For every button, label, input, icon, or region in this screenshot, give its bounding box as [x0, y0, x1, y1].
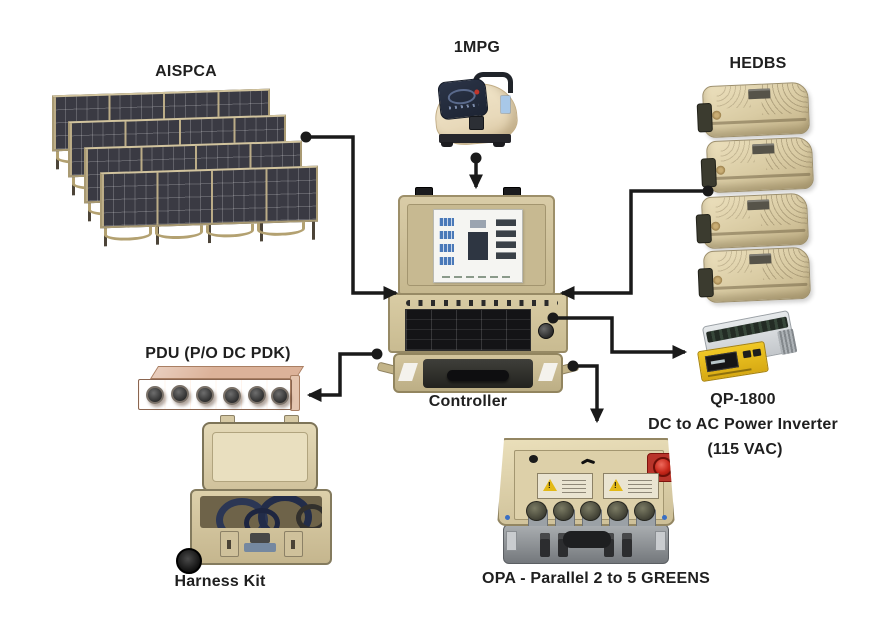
harness-cable-compartment: [200, 496, 322, 528]
controller-carry-handle: [447, 370, 509, 381]
opa-case-bottom: [503, 524, 669, 564]
controller-case-image: [376, 185, 580, 407]
generator-fuel-door: [469, 116, 484, 130]
case-latch: [697, 267, 714, 298]
inverter-heatsink-fins: [777, 328, 798, 356]
generator-side-sticker: [501, 96, 510, 113]
opa-image: [497, 438, 677, 568]
harness-center-lock: [250, 533, 270, 543]
inverter-top-stripe: [705, 316, 789, 343]
opa-panel-lid: [497, 438, 675, 526]
generator-image: [432, 72, 525, 150]
generator-switches: [448, 103, 479, 110]
case-latch: [696, 102, 713, 133]
generator-label: 1MPG: [453, 39, 501, 56]
controller-lid-diagram-sticker: [433, 209, 523, 283]
harness-latch: [220, 531, 239, 557]
controller-lid: [398, 195, 555, 295]
case-label-plate: [747, 199, 770, 211]
harness-front-pad: [244, 543, 276, 552]
opa-connector: [633, 501, 657, 526]
hedbs-case-1: [696, 81, 811, 139]
generator-gauge: [447, 87, 477, 106]
pdu-top-face: [150, 366, 305, 379]
controller-connector-deck: [388, 293, 568, 353]
inverter-voltage-label: (115 VAC): [707, 441, 783, 458]
opa-connector: [552, 501, 576, 526]
inverter-model-label: QP-1800: [710, 391, 776, 408]
opa-connector: [579, 501, 603, 526]
generator-control-panel: [437, 77, 489, 121]
hedbs-case-4: [697, 246, 812, 304]
case-label-plate: [748, 88, 771, 100]
opa-emergency-stop-pad: [647, 453, 675, 482]
warning-triangle-icon: [609, 479, 623, 491]
pdu-connector: [171, 385, 189, 403]
solar-array-4: [100, 165, 318, 253]
inverter-display: [704, 351, 739, 373]
case-latch: [700, 157, 717, 188]
connection-controller-to-pdu: [306, 348, 383, 402]
pdu-connector: [271, 387, 289, 405]
pdu-connector: [196, 386, 214, 404]
opa-latch: [558, 533, 568, 557]
cable-coil: [244, 508, 280, 528]
harness-wheel: [176, 548, 202, 574]
generator-base: [439, 134, 511, 143]
cable-coil: [296, 504, 322, 528]
opa-connector: [525, 501, 549, 526]
connection-generator-to-controller: [469, 152, 483, 190]
opa-carry-handle: [563, 531, 611, 548]
case-label-plate: [749, 253, 772, 265]
inverter-ac-outlet: [742, 350, 752, 359]
opa-connector: [606, 501, 630, 526]
opa-vent: [529, 455, 538, 463]
inverter-description-label: DC to AC Power Inverter: [648, 416, 838, 433]
pdu-connector: [146, 386, 164, 404]
hedbs-case-3: [695, 192, 810, 250]
generator-foot: [493, 142, 505, 147]
harness-kit-image: [176, 415, 340, 580]
case-label-plate: [752, 143, 775, 155]
solar-panel-strip: [100, 165, 318, 229]
harness-case-base: [190, 489, 332, 565]
inverter-image: [696, 309, 798, 388]
warning-triangle-icon: [543, 479, 557, 491]
controller-front: [393, 353, 563, 393]
opa-bird-mark: [580, 457, 596, 465]
opa-label: OPA - Parallel 2 to 5 GREENS: [482, 570, 710, 587]
opa-latch: [622, 533, 632, 557]
opa-warning-label: [603, 473, 659, 499]
connection-hedbs-to-controller: [559, 185, 714, 300]
harness-kit-label: Harness Kit: [174, 573, 266, 590]
generator-indicator-light: [474, 89, 480, 95]
harness-latch: [284, 531, 303, 557]
pdu-image: [138, 366, 305, 426]
hedbs-case-2: [700, 136, 815, 194]
aispca-label: AISPCA: [155, 63, 217, 80]
generator-foot: [441, 142, 453, 147]
pdu-connector: [223, 387, 241, 405]
inverter-ac-outlet: [752, 348, 762, 357]
hedbs-label: HEDBS: [729, 55, 787, 72]
controller-label: Controller: [428, 393, 508, 410]
controller-knob: [538, 323, 554, 339]
pdu-front-face: [138, 379, 292, 410]
pdu-connector: [248, 386, 266, 404]
opa-panel-face: [514, 450, 675, 526]
opa-warning-label: [537, 473, 593, 499]
controller-panel: [405, 309, 531, 351]
harness-case-lid: [202, 422, 318, 492]
case-latch: [695, 213, 712, 244]
controller-toggle-row: [406, 300, 558, 306]
pdu-label: PDU (P/O DC PDK): [145, 345, 291, 362]
opa-latch: [540, 533, 550, 557]
